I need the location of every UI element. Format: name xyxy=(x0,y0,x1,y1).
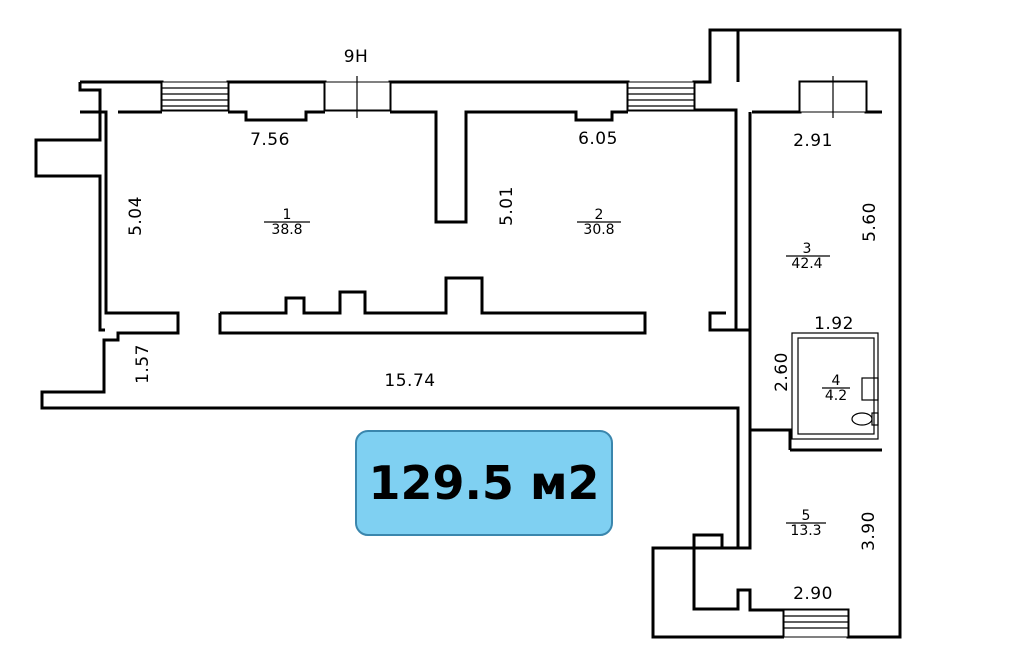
room-label-4: 4 4.2 xyxy=(822,373,850,404)
window-room1 xyxy=(161,81,229,111)
dim-room4-depth: 2.60 xyxy=(772,352,792,392)
dim-corridor-width: 1.57 xyxy=(133,344,153,384)
exterior-walls xyxy=(34,28,902,639)
dim-room1-depth: 5.04 xyxy=(126,196,146,236)
room-number: 1 xyxy=(283,207,292,223)
room-number: 5 xyxy=(802,508,811,524)
unit-label: 9Н xyxy=(344,47,369,67)
dim-room3-width: 2.91 xyxy=(793,131,833,151)
dim-room2-width: 6.05 xyxy=(578,129,618,149)
dim-room2-depth: 5.01 xyxy=(497,186,517,226)
dim-room3-depth: 5.60 xyxy=(860,202,880,242)
window-room5 xyxy=(783,609,849,638)
room-label-5: 5 13.3 xyxy=(786,508,826,539)
entry-door xyxy=(324,76,391,118)
room-label-3: 3 42.4 xyxy=(786,241,830,272)
room-area: 30.8 xyxy=(583,222,614,238)
window-room3 xyxy=(799,76,867,118)
bathroom-fixtures xyxy=(791,332,879,440)
window-room2 xyxy=(627,81,695,111)
dim-corridor-length: 15.74 xyxy=(384,371,435,391)
room-area: 38.8 xyxy=(271,222,302,238)
room-number: 2 xyxy=(595,207,604,223)
room-area: 13.3 xyxy=(790,523,821,539)
dim-room5-depth: 3.90 xyxy=(859,511,879,551)
room-number: 3 xyxy=(803,241,812,257)
room-label-2: 2 30.8 xyxy=(577,207,621,238)
dim-room1-width: 7.56 xyxy=(250,130,290,150)
dim-room5-width: 2.90 xyxy=(793,584,833,604)
room-area: 4.2 xyxy=(825,388,847,404)
room-area: 42.4 xyxy=(791,256,822,272)
room-label-1: 1 38.8 xyxy=(264,207,310,238)
room-number: 4 xyxy=(832,373,841,389)
total-area-badge: 129.5 м2 xyxy=(355,430,613,536)
dim-room4-width: 1.92 xyxy=(814,314,854,334)
windows xyxy=(161,76,867,638)
